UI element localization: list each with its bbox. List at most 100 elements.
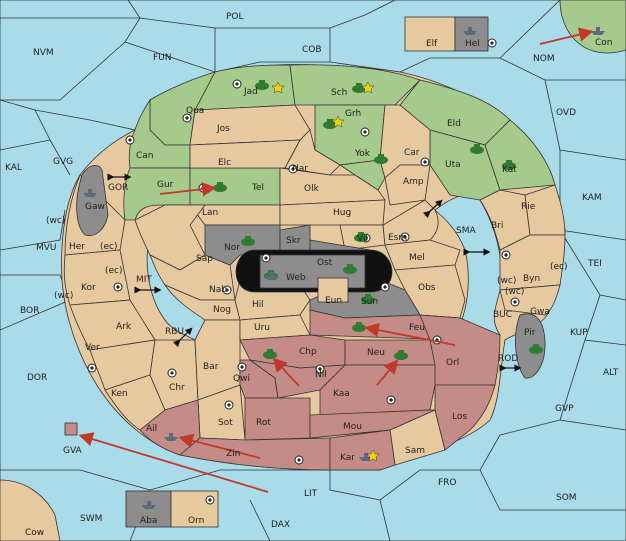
fleet-unit[interactable]	[265, 272, 279, 280]
label-buc: BUC	[493, 310, 512, 320]
label-ost: Ost	[317, 258, 333, 268]
label-wc3: (wc)	[497, 276, 516, 286]
region-cow[interactable]	[0, 479, 61, 541]
label-wc4: (wc)	[505, 287, 524, 297]
label-zin: Zin	[226, 449, 240, 459]
region-rot[interactable]	[244, 397, 311, 441]
region-eun[interactable]	[317, 277, 349, 303]
sc-esm	[400, 232, 410, 242]
army-unit[interactable]	[361, 294, 375, 304]
label-bri: Bri	[491, 221, 503, 231]
region-pir[interactable]	[515, 313, 546, 379]
sc-ver	[87, 363, 97, 373]
region-elc[interactable]	[189, 139, 301, 169]
region-kar[interactable]	[329, 429, 396, 471]
region-yok[interactable]	[338, 159, 386, 191]
label-ark: Ark	[116, 322, 132, 332]
order-arrow	[178, 433, 261, 459]
order-arrow	[539, 27, 594, 45]
army-unit[interactable]	[241, 236, 255, 246]
label-chp: Chp	[299, 347, 317, 357]
army-unit[interactable]	[374, 154, 388, 164]
region-con[interactable]	[559, 0, 626, 54]
label-eld: Eld	[447, 119, 461, 129]
region-los[interactable]	[434, 384, 496, 451]
army-unit[interactable]	[529, 344, 543, 354]
label-rod: ROD	[498, 354, 518, 364]
label-feu: Feu	[409, 323, 425, 333]
label-tei: TEI	[587, 259, 602, 269]
label-skr: Skr	[286, 236, 301, 246]
region-kor[interactable]	[63, 249, 131, 306]
sc-amp	[420, 157, 430, 167]
army-unit[interactable]	[352, 83, 366, 93]
label-uru: Uru	[254, 323, 270, 333]
region-jos[interactable]	[189, 104, 311, 146]
label-kor: Kor	[81, 283, 96, 293]
army-unit[interactable]	[502, 160, 516, 170]
region-gva-island[interactable]	[64, 422, 78, 436]
fleet-unit[interactable]	[591, 27, 605, 35]
label-jos: Jos	[216, 124, 230, 134]
label-olk: Olk	[304, 184, 320, 194]
label-som: SOM	[556, 493, 577, 503]
label-elf: Elf	[426, 39, 438, 49]
sc-sun	[380, 282, 390, 292]
label-sma: SMA	[456, 226, 476, 236]
region-gwa[interactable]	[499, 284, 561, 316]
order-arrow	[159, 182, 217, 197]
region-sap[interactable]	[134, 204, 206, 271]
region-mel[interactable]	[384, 239, 461, 271]
army-unit[interactable]	[263, 349, 277, 359]
region-nar[interactable]	[284, 129, 341, 176]
region-amp[interactable]	[384, 164, 431, 206]
label-sun: Sun	[361, 297, 378, 307]
label-hil: Hil	[252, 300, 264, 310]
army-unit[interactable]	[352, 322, 366, 332]
label-gva: GVA	[63, 446, 83, 456]
order-arrow	[78, 432, 269, 493]
army-unit[interactable]	[255, 80, 269, 90]
sc-sot	[224, 400, 234, 410]
sc-gwa	[510, 297, 520, 307]
region-bar[interactable]	[194, 319, 241, 401]
sc-mou	[386, 395, 396, 405]
label-amp: Amp	[403, 177, 424, 187]
label-car: Car	[404, 148, 420, 158]
army-unit[interactable]	[343, 264, 357, 274]
sc-qua	[182, 113, 192, 123]
label-hug: Hug	[333, 208, 351, 218]
sc-kor	[113, 282, 123, 292]
region-mou[interactable]	[309, 409, 436, 439]
label-rie: Rie	[521, 202, 536, 212]
label-kat: Kat	[502, 165, 517, 175]
label-qua: Qua	[186, 106, 204, 116]
fleet-unit[interactable]	[83, 189, 97, 197]
label-ec1: (ec)	[100, 242, 118, 252]
connection-arrows	[107, 173, 522, 372]
army-unit[interactable]	[394, 350, 408, 360]
region-neu[interactable]	[344, 339, 436, 366]
label-nvm: NVM	[33, 48, 54, 58]
label-swm: SWM	[80, 514, 102, 524]
label-jad: Jad	[243, 87, 258, 97]
star-icon	[366, 449, 380, 462]
region-sch[interactable]	[289, 64, 421, 106]
label-grh: Grh	[345, 109, 361, 119]
sc-nar	[288, 164, 298, 174]
region-gaw[interactable]	[76, 165, 109, 237]
label-kar: Kar	[340, 453, 355, 463]
army-unit[interactable]	[354, 232, 368, 242]
fleet-unit[interactable]	[463, 27, 477, 35]
fleet-unit[interactable]	[142, 501, 156, 509]
label-nab: Nab	[209, 285, 227, 295]
army-unit[interactable]	[470, 144, 484, 154]
army-unit[interactable]	[323, 119, 337, 129]
label-con: Con	[595, 38, 613, 48]
label-obs: Obs	[418, 283, 436, 293]
label-lan: Lan	[202, 208, 218, 218]
region-elf[interactable]	[404, 16, 456, 52]
fleet-unit[interactable]	[164, 433, 178, 441]
